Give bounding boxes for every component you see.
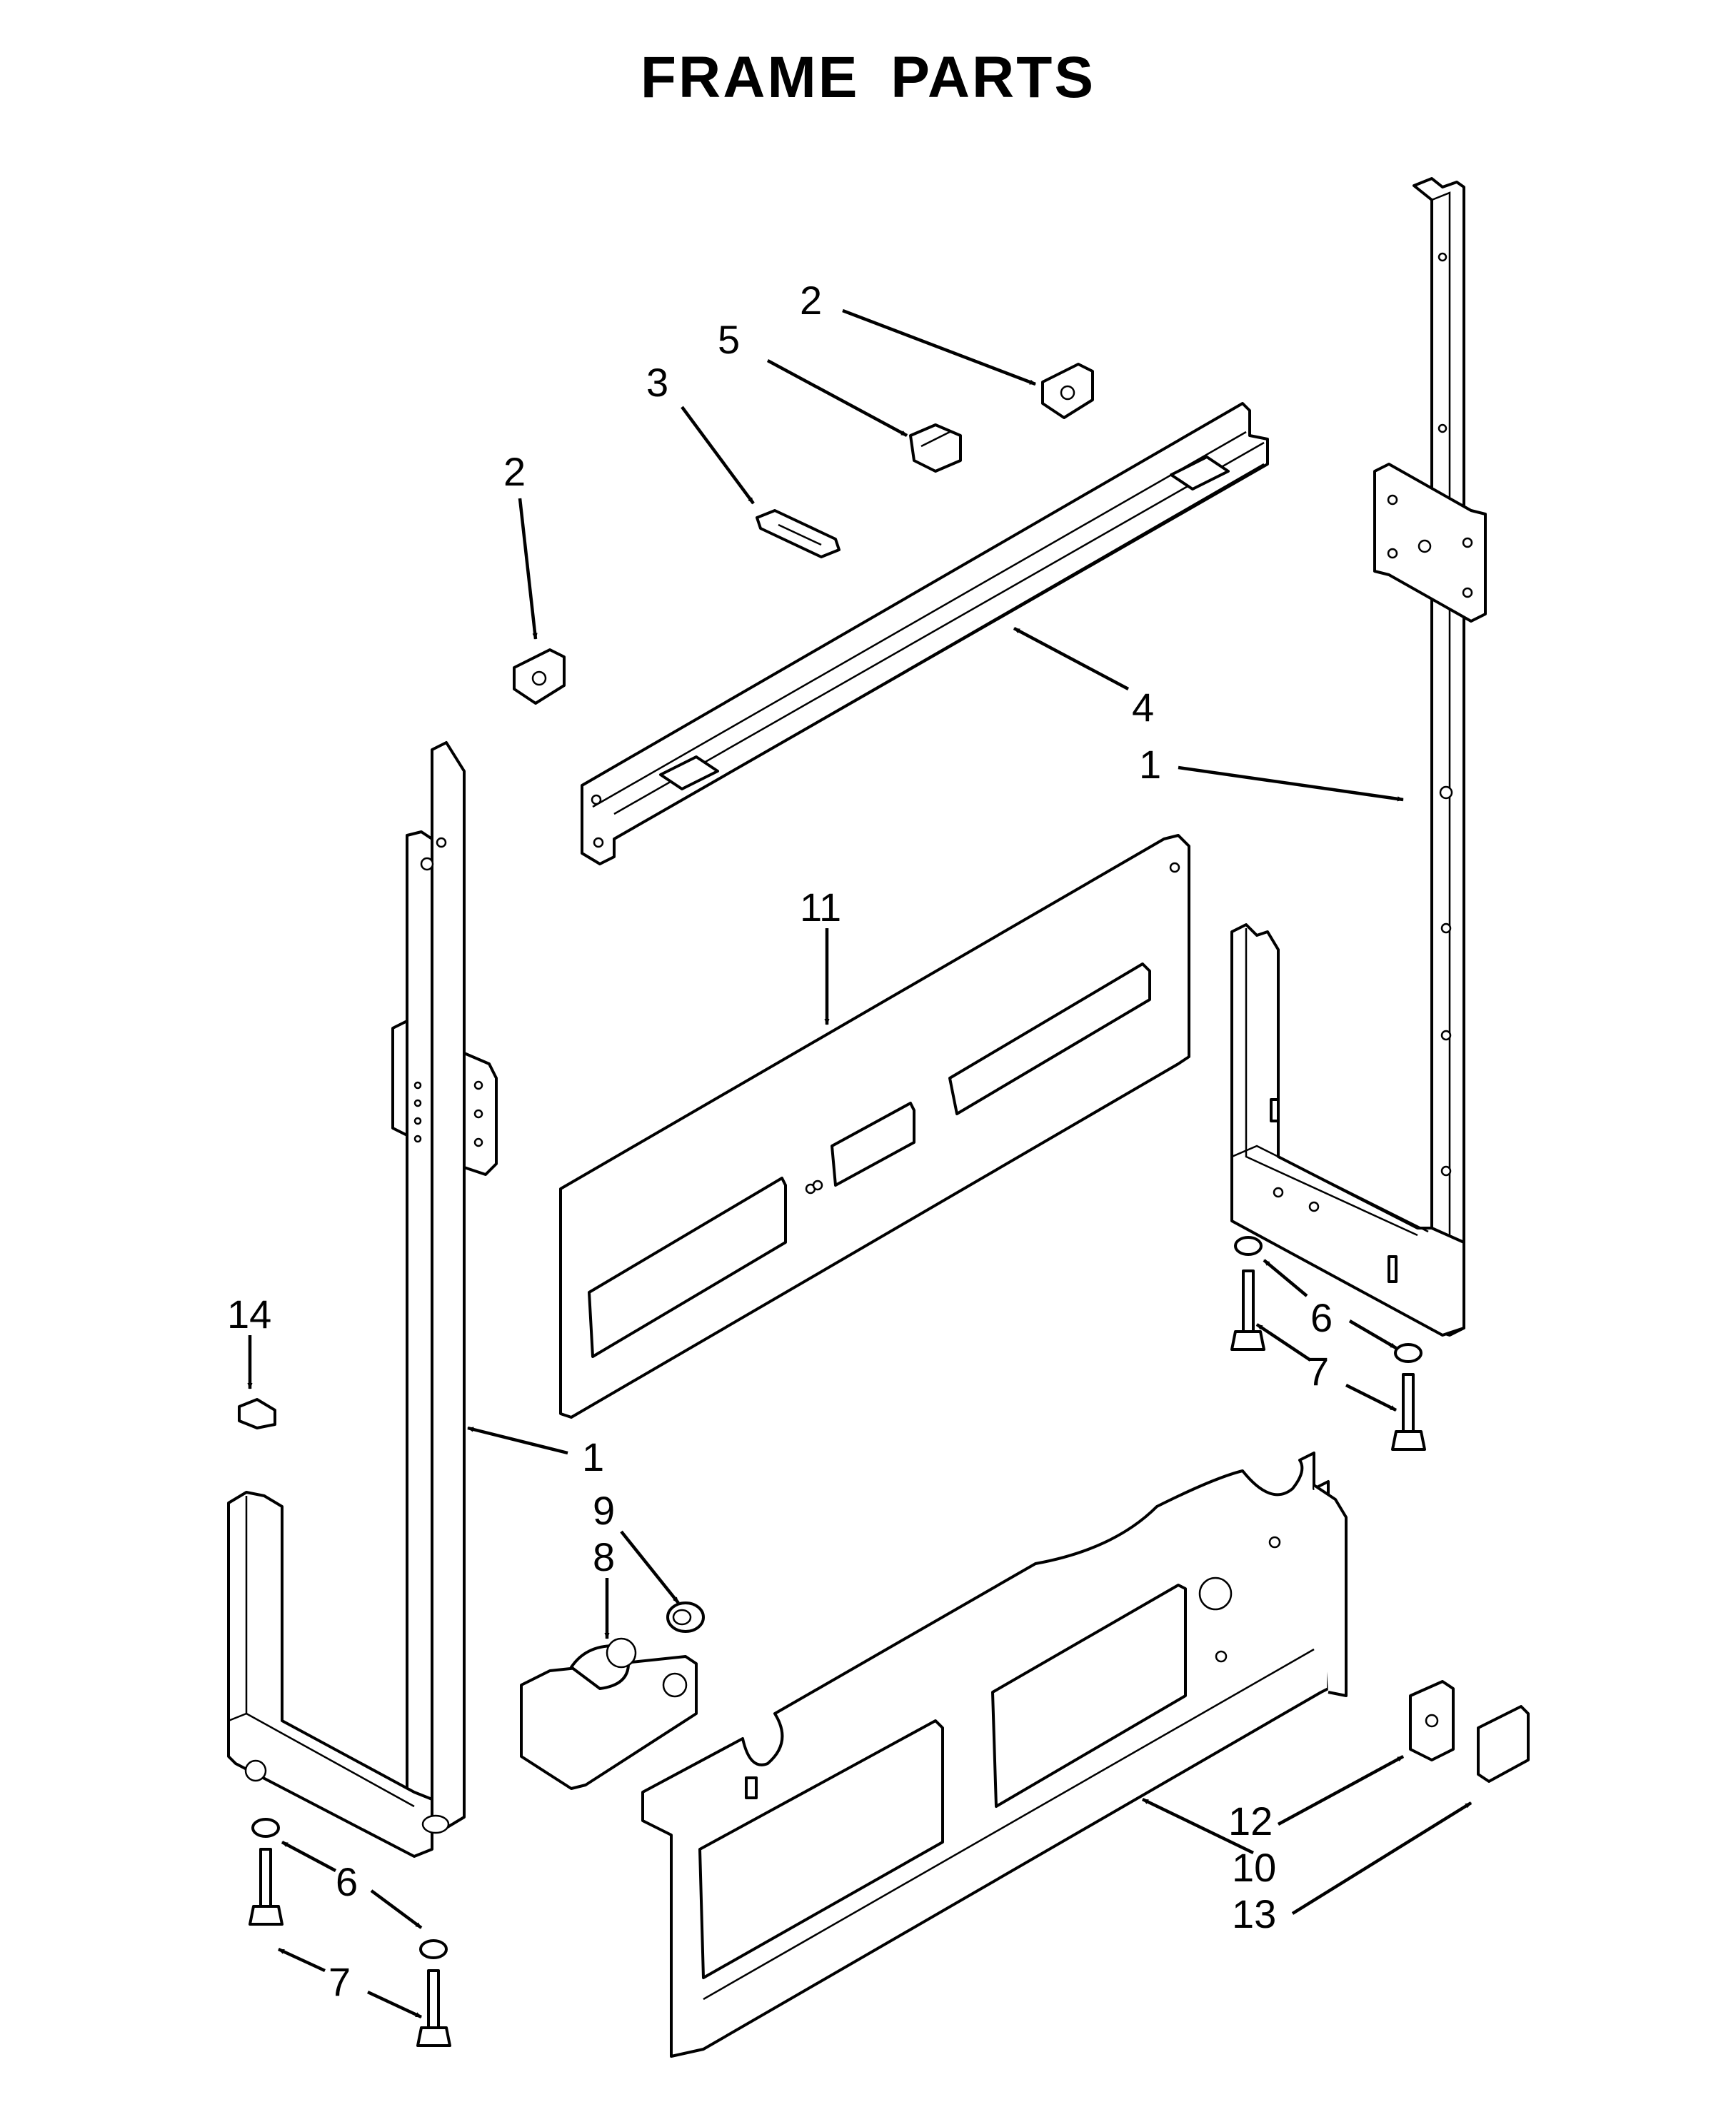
callout-9: 9 [593,1488,615,1533]
middle-panel [559,834,1190,1419]
callout-13: 13 [1232,1891,1276,1936]
spring-3 [756,509,841,558]
callout-8: 8 [593,1534,615,1579]
callout-7-right: 7 [1307,1349,1329,1394]
clip-5 [909,423,962,473]
callout-3: 3 [646,360,668,405]
callout-1-right: 1 [1139,742,1161,787]
bracket-12 [1409,1680,1455,1761]
leveling-leg-left-a [249,1818,284,1926]
leveling-leg-left-b [416,1939,451,2047]
leveling-leg-right-b [1391,1343,1426,1451]
callout-labels: 2 5 3 2 4 1 11 14 1 9 8 6 7 6 7 12 10 13 [227,278,1333,2004]
callout-5: 5 [718,317,740,362]
ring-9 [666,1601,705,1633]
page-title: FRAME PARTS [640,45,1096,110]
callout-2-left: 2 [503,449,526,494]
callout-6-right: 6 [1310,1295,1333,1340]
leader-lines [247,308,1472,2019]
cover-13 [1477,1705,1530,1783]
callout-6-left: 6 [336,1859,358,1904]
callout-14: 14 [227,1292,271,1337]
valve-assembly-8 [520,1637,698,1790]
callout-2-upper: 2 [800,278,822,323]
clip-14 [238,1398,276,1429]
top-rail [581,402,1269,865]
side-frame-left [227,741,498,1858]
lower-panel [641,1452,1348,2058]
bracket-2-upper [1041,363,1094,419]
callout-7-left: 7 [328,1959,351,2004]
callout-11: 11 [800,885,841,930]
callout-12: 12 [1228,1799,1273,1844]
leveling-leg-right-a [1230,1236,1265,1351]
bracket-2-left [513,648,566,705]
callout-4: 4 [1132,685,1154,730]
callout-1-left: 1 [582,1434,604,1479]
side-frame-right [1230,177,1487,1337]
callout-10: 10 [1232,1845,1276,1890]
